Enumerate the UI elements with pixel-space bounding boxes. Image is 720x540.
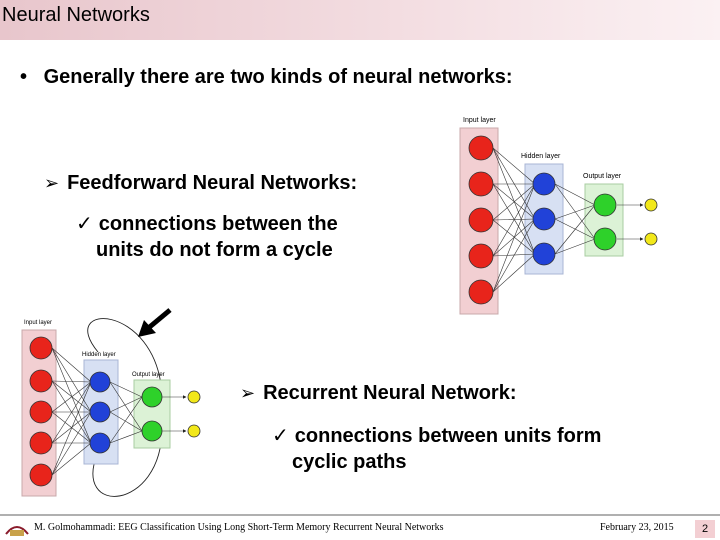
rnn-output-node: [141, 386, 163, 408]
ff-result-node: [644, 198, 658, 212]
ff-hidden-node: [532, 242, 556, 266]
recurrent-heading: ➢ Recurrent Neural Network:: [240, 382, 517, 405]
pointer-arrow-icon: [138, 308, 172, 337]
slide-title: Neural Networks: [2, 4, 150, 26]
ff-hidden-layer-label: Hidden layer: [521, 153, 561, 160]
recurrent-heading-text: Recurrent Neural Network:: [263, 382, 517, 404]
rnn-hidden-node: [89, 432, 111, 454]
feedforward-diagram: Input layer Hidden layer Output layer: [459, 117, 658, 315]
ff-input-layer-label: Input layer: [463, 117, 496, 124]
footer-citation: M. Golmohammadi: EEG Classification Usin…: [34, 522, 444, 533]
rnn-input-node: [29, 463, 53, 487]
footer: M. Golmohammadi: EEG Classification Usin…: [0, 514, 720, 540]
check-icon: ✓: [76, 211, 93, 235]
bullet-dot-icon: •: [20, 66, 28, 88]
rnn-result-node: [187, 424, 201, 438]
rnn-output-layer-label: Output layer: [132, 372, 165, 378]
rnn-result-node: [187, 390, 201, 404]
title-bar: [0, 0, 720, 40]
ff-input-node: [468, 171, 494, 197]
ff-hidden-node: [532, 207, 556, 231]
rnn-hidden-node: [89, 371, 111, 393]
rnn-input-node: [29, 336, 53, 360]
recurrent-diagram: Input layer Hidden layer Output layer: [21, 318, 201, 497]
ff-result-node: [644, 232, 658, 246]
main-bullet: • Generally there are two kinds of neura…: [20, 66, 513, 89]
ff-input-node: [468, 243, 494, 269]
arrow-bullet-icon: ➢: [240, 383, 256, 404]
arrow-bullet-icon: ➢: [44, 173, 60, 194]
rnn-hidden-layer-label: Hidden layer: [82, 352, 116, 358]
rnn-input-node: [29, 369, 53, 393]
university-logo-icon: [5, 526, 29, 536]
recurrent-point-line2: cyclic paths: [292, 451, 407, 473]
feedforward-point-line1: connections between the: [98, 213, 338, 235]
rnn-input-node: [29, 400, 53, 424]
check-icon: ✓: [272, 423, 289, 447]
footer-divider: [0, 514, 720, 516]
rnn-input-layer-label: Input layer: [24, 320, 52, 326]
page-number: 2: [695, 520, 715, 538]
rnn-input-node: [29, 431, 53, 455]
ff-input-node: [468, 135, 494, 161]
ff-hidden-node: [532, 172, 556, 196]
feedforward-heading-text: Feedforward Neural Networks:: [67, 172, 358, 194]
recurrent-point-line1: connections between units form: [294, 425, 602, 447]
feedforward-point-line2: units do not form a cycle: [96, 239, 333, 261]
recurrent-point: ✓connections between units form cyclic p…: [272, 422, 601, 475]
feedforward-heading: ➢ Feedforward Neural Networks:: [44, 172, 357, 195]
ff-input-node: [468, 207, 494, 233]
main-bullet-text: Generally there are two kinds of neural …: [43, 66, 513, 88]
rnn-output-node: [141, 420, 163, 442]
ff-input-node: [468, 279, 494, 305]
ff-output-node: [593, 193, 617, 217]
ff-output-layer-label: Output layer: [583, 173, 622, 180]
ff-output-node: [593, 227, 617, 251]
feedforward-point: ✓connections between the units do not fo…: [76, 210, 338, 263]
rnn-hidden-node: [89, 401, 111, 423]
footer-date: February 23, 2015: [600, 522, 674, 533]
